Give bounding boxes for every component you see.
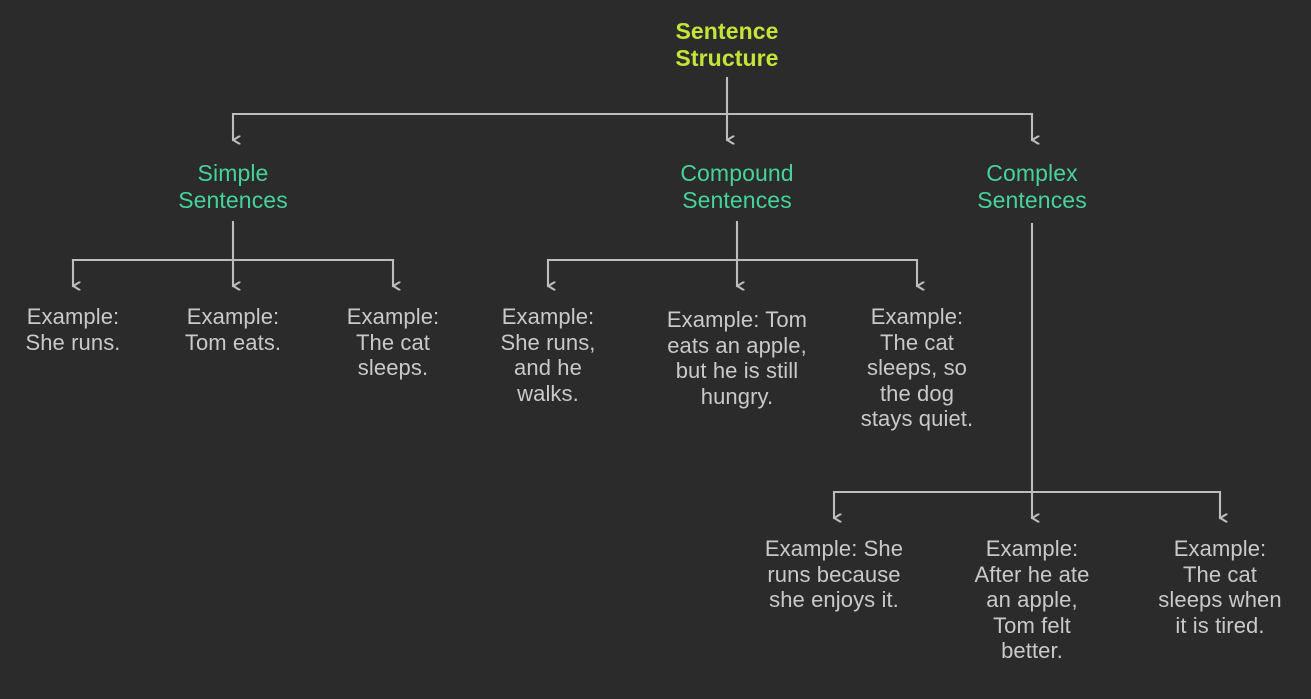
root-to-branches-connector [231,76,1032,140]
node-leaf-compound-2[interactable]: Example: Tom eats an apple, but he is st… [666,307,808,409]
node-branch-complex[interactable]: Complex Sentences [977,160,1087,213]
node-leaf-complex-2[interactable]: Example: After he ate an apple, Tom felt… [974,536,1090,664]
node-leaf-compound-3[interactable]: Example: The cat sleeps, so the dog stay… [860,304,974,432]
node-leaf-complex-1[interactable]: Example: She runs because she enjoys it. [764,536,904,613]
node-root[interactable]: Sentence Structure [675,18,779,71]
node-leaf-simple-3[interactable]: Example: The cat sleeps. [346,304,440,381]
node-leaf-complex-3[interactable]: Example: The cat sleeps when it is tired… [1158,536,1282,638]
compound-branch-connector [546,220,917,286]
node-leaf-simple-2[interactable]: Example: Tom eats. [184,304,282,355]
node-branch-compound[interactable]: Compound Sentences [680,160,794,213]
node-leaf-simple-1[interactable]: Example: She runs. [25,304,121,355]
node-branch-simple[interactable]: Simple Sentences [178,160,288,213]
simple-branch-connector [71,220,393,286]
node-leaf-compound-1[interactable]: Example: She runs, and he walks. [500,304,596,406]
